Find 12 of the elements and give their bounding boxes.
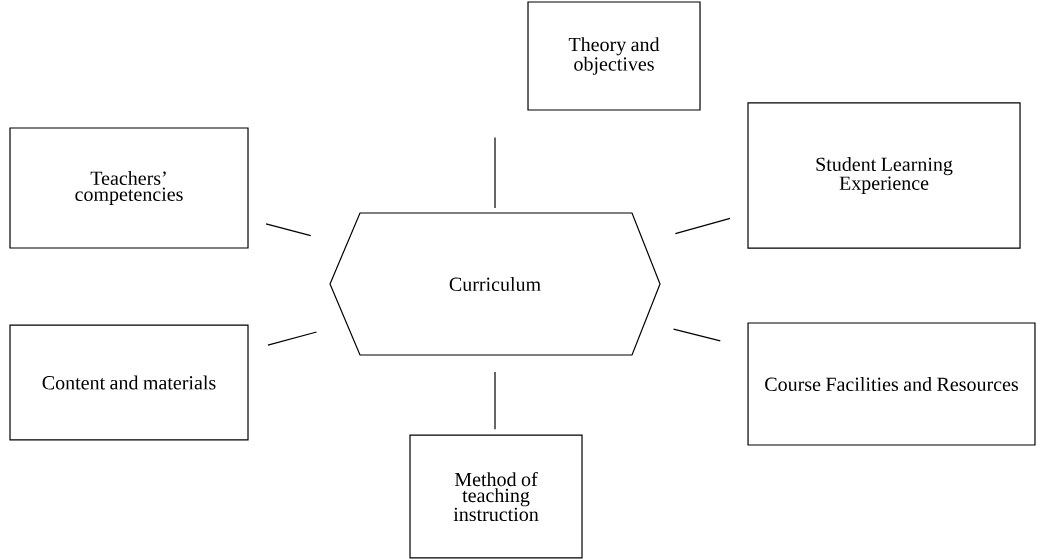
text-box: Course Facilities and Resources: [747, 322, 1036, 446]
text-box: Theory and objectives: [527, 1, 701, 111]
connector-line: [494, 371, 496, 430]
text-box: Content and materials: [9, 324, 249, 441]
connector-line: [267, 331, 318, 346]
text-box: Teachers’ competencies: [9, 127, 249, 249]
connector-line: [494, 136, 496, 209]
text-box: Method of teaching instruction: [409, 434, 583, 559]
connector-line: [265, 223, 312, 237]
connector-line: [674, 217, 731, 235]
connector-line: [672, 328, 721, 342]
text-box: Student Learning Experience: [747, 102, 1021, 249]
